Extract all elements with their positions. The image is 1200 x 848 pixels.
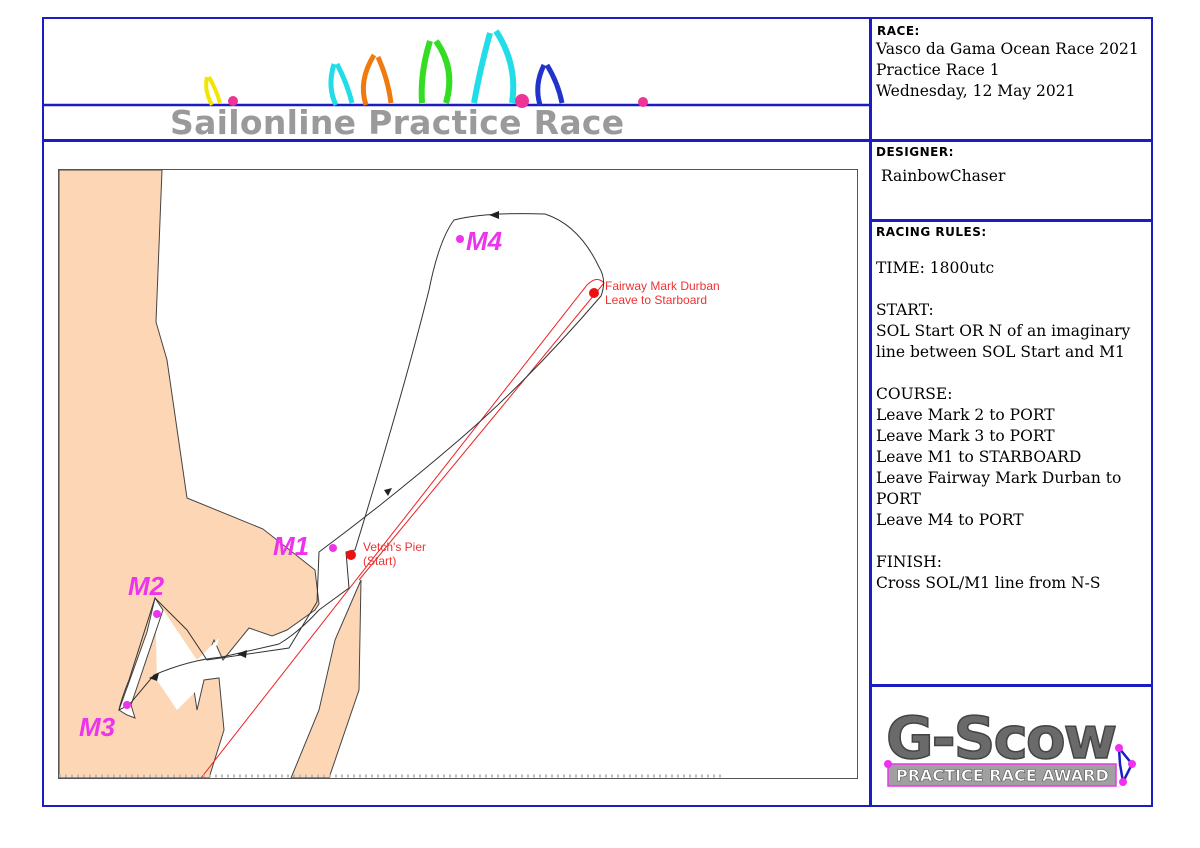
logo-main: G-Scow bbox=[886, 704, 1116, 772]
rules-line-11: Leave Fairway Mark Durban to bbox=[876, 469, 1122, 487]
track-arrow bbox=[237, 650, 247, 658]
rules-line-2 bbox=[876, 279, 1130, 300]
rules-line-4: SOL Start OR N of an imaginary bbox=[876, 322, 1131, 340]
coastline-land bbox=[59, 170, 320, 778]
rules-line-15: FINISH: bbox=[876, 553, 942, 571]
gscow-logo: G-Scow PRACTICE RACE AWARD bbox=[876, 690, 1148, 802]
track-arrow bbox=[489, 211, 499, 219]
rules-label: RACING RULES: bbox=[876, 225, 987, 239]
divider-logo bbox=[869, 684, 1153, 687]
course-map-svg: M1 M2 M3 M4 Fairway Mark Durban Leave to… bbox=[59, 170, 723, 778]
mark-fairway bbox=[589, 288, 599, 298]
designer-name: RainbowChaser bbox=[881, 167, 1006, 185]
label-m3: M3 bbox=[79, 712, 116, 742]
logo-sub: PRACTICE RACE AWARD bbox=[896, 766, 1109, 785]
mark-m1 bbox=[329, 544, 337, 552]
label-fairway-1: Fairway Mark Durban bbox=[605, 279, 720, 293]
label-pier-2: (Start) bbox=[363, 554, 396, 568]
label-m4: M4 bbox=[466, 226, 503, 256]
mark-m2 bbox=[153, 610, 161, 618]
rules-line-6 bbox=[876, 363, 1130, 384]
sailed-track bbox=[118, 213, 605, 711]
race-line-3: Wednesday, 12 May 2021 bbox=[876, 82, 1076, 100]
divider-vertical bbox=[869, 17, 872, 807]
banner: Sailonline Practice Race bbox=[44, 19, 870, 142]
rules-line-12: PORT bbox=[876, 490, 921, 508]
course-map[interactable]: M1 M2 M3 M4 Fairway Mark Durban Leave to… bbox=[58, 169, 858, 779]
rules-list: TIME: 1800utc START: SOL Start OR N of a… bbox=[876, 258, 1130, 594]
rules-line-8: Leave Mark 2 to PORT bbox=[876, 406, 1055, 424]
track-arrow bbox=[384, 488, 392, 496]
designer-label: DESIGNER: bbox=[876, 145, 954, 159]
rules-line-10: Leave M1 to STARBOARD bbox=[876, 448, 1082, 466]
rules-line-9: Leave Mark 3 to PORT bbox=[876, 427, 1055, 445]
track-arrow bbox=[149, 673, 159, 681]
banner-sails bbox=[44, 29, 870, 108]
gscow-logo-svg: G-Scow PRACTICE RACE AWARD bbox=[884, 703, 1136, 787]
rules-line-13: Leave M4 to PORT bbox=[876, 511, 1024, 529]
race-line-2: Practice Race 1 bbox=[876, 61, 1000, 79]
mark-m4 bbox=[456, 235, 464, 243]
label-pier-1: Vetch's Pier bbox=[363, 540, 426, 554]
rules-line-3: START: bbox=[876, 301, 934, 319]
label-m2: M2 bbox=[128, 571, 165, 601]
mark-m3 bbox=[123, 701, 131, 709]
mark-start bbox=[346, 550, 356, 560]
rules-line-16: Cross SOL/M1 line from N-S bbox=[876, 574, 1101, 592]
rules-line-5: line between SOL Start and M1 bbox=[876, 343, 1125, 361]
rules-line-7: COURSE: bbox=[876, 385, 953, 403]
award-frame bbox=[42, 17, 1153, 807]
pier-land bbox=[290, 579, 362, 778]
race-label: RACE: bbox=[877, 24, 920, 38]
label-fairway-2: Leave to Starboard bbox=[605, 293, 707, 307]
divider-banner bbox=[42, 139, 1153, 142]
rules-line-1: TIME: 1800utc bbox=[876, 259, 995, 277]
rules-line-14 bbox=[876, 531, 1130, 552]
divider-designer bbox=[869, 219, 1153, 222]
banner-title: Sailonline Practice Race bbox=[170, 103, 625, 142]
race-line-1: Vasco da Gama Ocean Race 2021 bbox=[876, 40, 1139, 58]
label-m1: M1 bbox=[273, 531, 309, 561]
